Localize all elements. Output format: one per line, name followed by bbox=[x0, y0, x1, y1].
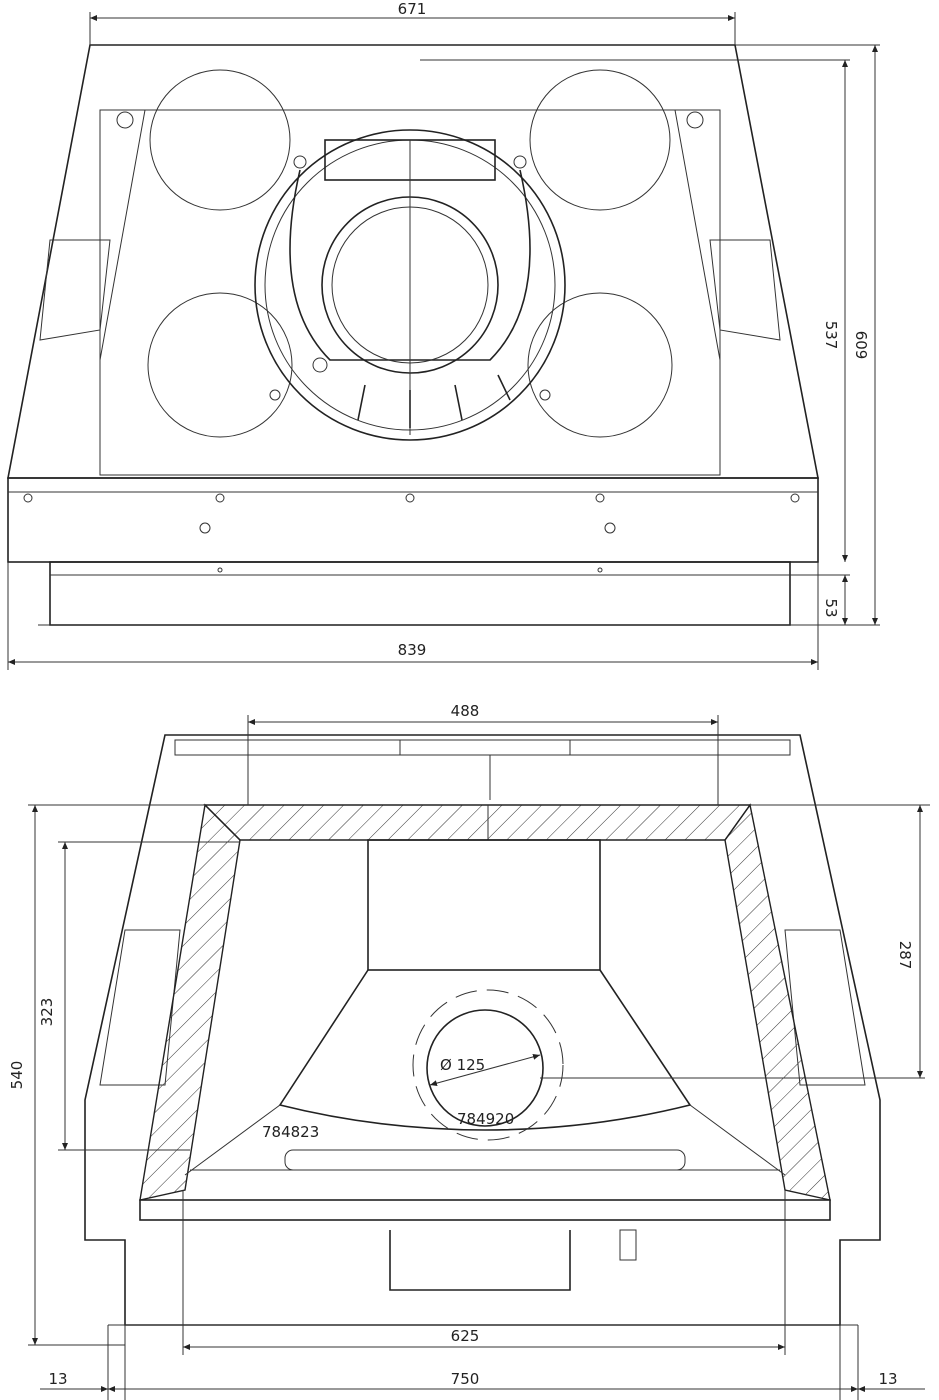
part-number-784920: 784920 bbox=[457, 1110, 514, 1128]
dim-label-750: 750 bbox=[451, 1370, 480, 1388]
dim-label-53: 53 bbox=[822, 598, 840, 617]
convection-hole bbox=[527, 292, 673, 438]
frame-edges bbox=[99, 109, 721, 361]
side-panels bbox=[39, 239, 781, 341]
door-frame bbox=[139, 1199, 831, 1221]
dim-label-488: 488 bbox=[451, 702, 480, 720]
flue-ring-outer bbox=[254, 129, 566, 441]
refractory-right bbox=[724, 803, 831, 1201]
top-view: 671 839 537 609 53 bbox=[7, 0, 880, 670]
air-slot-bar bbox=[284, 1149, 686, 1171]
dim-label-625: 625 bbox=[451, 1327, 480, 1345]
convection-hole bbox=[529, 69, 671, 211]
dim-label-839: 839 bbox=[398, 641, 427, 659]
ash-drawer bbox=[389, 1230, 571, 1291]
dim-label-537: 537 bbox=[822, 321, 840, 350]
dim-label-540: 540 bbox=[8, 1061, 26, 1090]
diameter-line bbox=[429, 1053, 541, 1087]
screws bbox=[23, 111, 800, 573]
convection-hole bbox=[147, 292, 293, 438]
dim-label-671: 671 bbox=[398, 0, 427, 18]
top-ledge bbox=[174, 739, 791, 756]
dim-label-287: 287 bbox=[896, 941, 914, 970]
dim-label-609: 609 bbox=[852, 331, 870, 360]
base-frame bbox=[49, 561, 791, 626]
front-view: Ø 125 784920 784823 488 287 323 540 625 … bbox=[8, 702, 930, 1400]
dim-label-13-left: 13 bbox=[48, 1370, 67, 1388]
part-number-784823: 784823 bbox=[262, 1123, 319, 1141]
refractory-top bbox=[203, 804, 752, 841]
flue-opening bbox=[426, 1009, 544, 1127]
dim-label-323: 323 bbox=[38, 998, 56, 1027]
flue-diameter-label: Ø 125 bbox=[440, 1056, 485, 1074]
refractory-left bbox=[139, 803, 241, 1201]
convection-hole bbox=[149, 69, 291, 211]
floor-plate bbox=[278, 969, 692, 1131]
back-panel bbox=[367, 839, 601, 971]
lever bbox=[619, 1229, 637, 1261]
front-flange bbox=[7, 477, 819, 563]
dim-label-13-right: 13 bbox=[878, 1370, 897, 1388]
flue-plate-outline bbox=[412, 989, 564, 1141]
inner-frame bbox=[99, 109, 721, 476]
air-slots bbox=[357, 374, 511, 428]
